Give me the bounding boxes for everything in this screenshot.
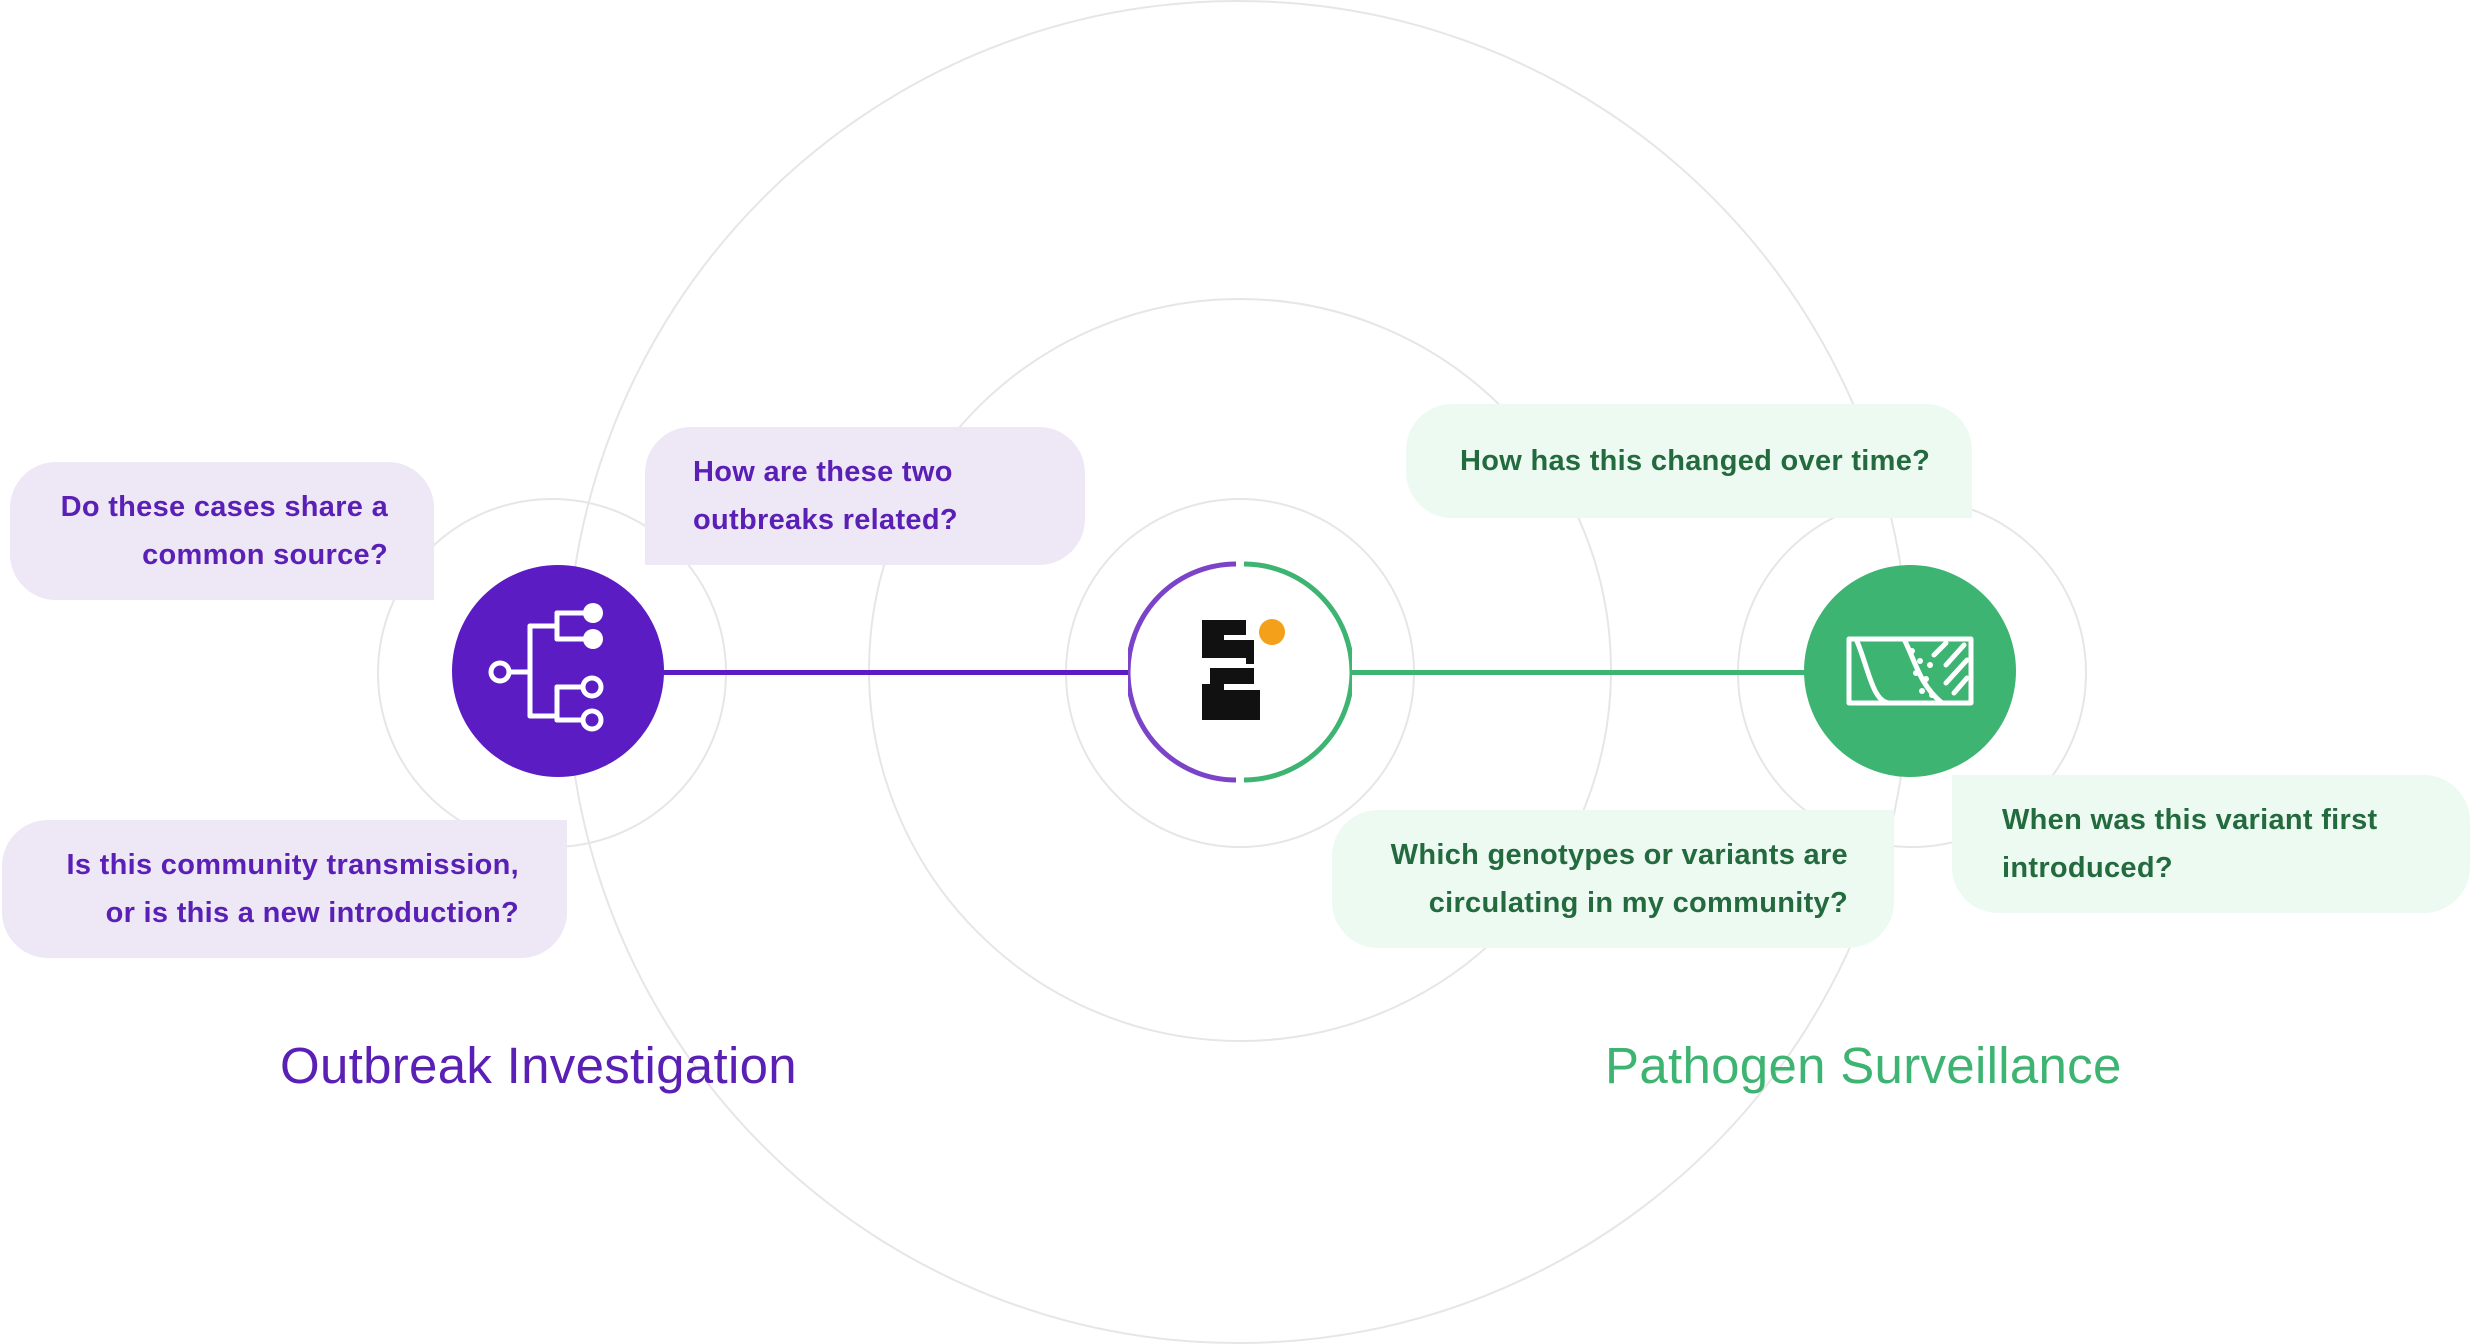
question-bubble-genotypes-circulating: Which genotypes or variants are circulat… bbox=[1332, 810, 1894, 948]
question-line: How has this changed over time? bbox=[1460, 445, 1931, 477]
right-connector-line bbox=[1346, 670, 1808, 675]
question-line: How are these two bbox=[693, 456, 953, 488]
question-bubble-changed-over-time: How has this changed over time? bbox=[1406, 404, 1972, 518]
question-line: When was this variant first bbox=[2002, 804, 2378, 836]
phylogenetic-tree-icon bbox=[488, 603, 604, 732]
outbreak-investigation-node bbox=[452, 565, 664, 777]
czid-logo-icon bbox=[1202, 619, 1285, 720]
pathogen-surveillance-node bbox=[1804, 565, 2016, 777]
variant-map-icon bbox=[1846, 636, 1974, 706]
question-bubble-outbreaks-related: How are these two outbreaks related? bbox=[645, 427, 1085, 565]
question-line: circulating in my community? bbox=[1428, 887, 1848, 919]
question-line: Do these cases share a bbox=[60, 491, 388, 523]
question-bubble-common-source: Do these cases share a common source? bbox=[10, 462, 434, 600]
left-connector-line bbox=[662, 670, 1134, 675]
question-line: common source? bbox=[142, 539, 388, 571]
center-ring-split bbox=[1128, 561, 1352, 783]
outbreak-investigation-title: Outbreak Investigation bbox=[280, 1037, 797, 1094]
center-logo-node bbox=[1128, 560, 1352, 784]
question-line: Which genotypes or variants are bbox=[1390, 839, 1848, 871]
question-line: outbreaks related? bbox=[693, 504, 958, 536]
question-bubble-variant-introduced: When was this variant first introduced? bbox=[1952, 775, 2470, 913]
question-line: introduced? bbox=[2002, 852, 2173, 884]
question-line: or is this a new introduction? bbox=[105, 897, 519, 929]
question-bubble-community-transmission: Is this community transmission, or is th… bbox=[2, 820, 567, 958]
pathogen-surveillance-title: Pathogen Surveillance bbox=[1605, 1037, 2122, 1094]
question-line: Is this community transmission, bbox=[66, 849, 519, 881]
